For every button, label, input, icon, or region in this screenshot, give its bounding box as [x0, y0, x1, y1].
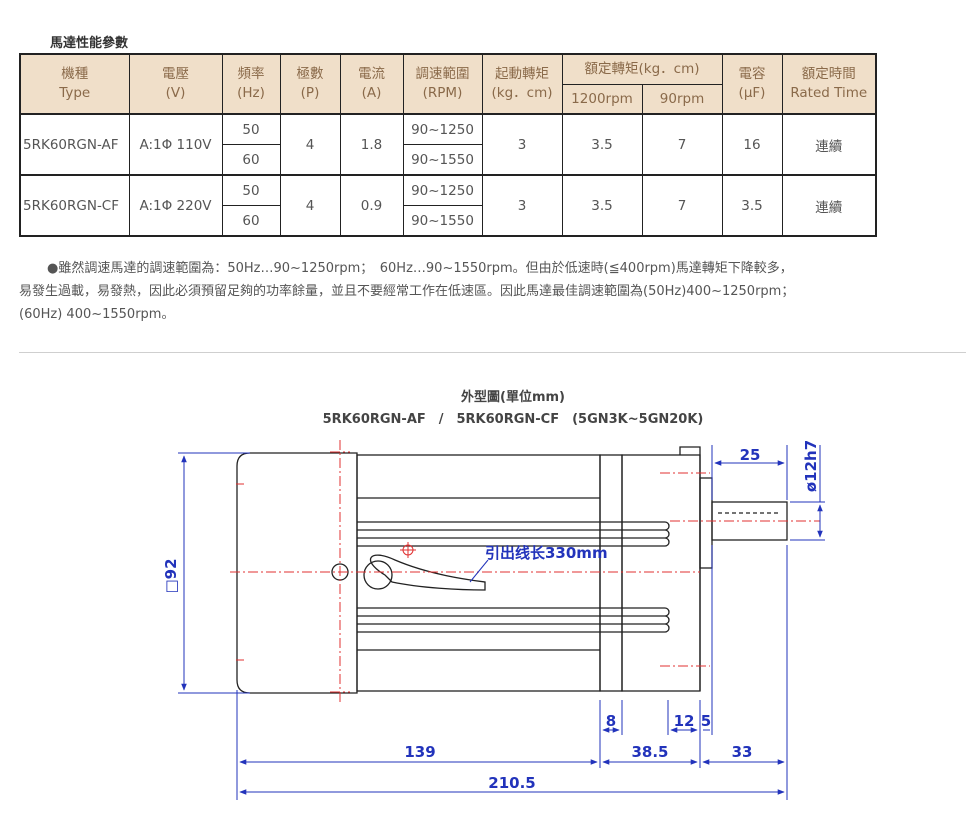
cell-speed: 90~1550 — [402, 205, 483, 237]
dim-25-label: 25 — [740, 446, 761, 464]
header-torque-1200: 1200rpm — [561, 84, 643, 115]
fin-ends — [664, 521, 670, 547]
cell-speed: 90~1550 — [402, 144, 483, 176]
motor-outline — [236, 446, 788, 694]
gearbox-cap — [679, 446, 701, 691]
dim-38-5-label: 38.5 — [631, 743, 668, 761]
dim-square-label: □92 — [162, 558, 180, 593]
cell-torque-90: 7 — [641, 113, 723, 176]
cell-frequency: 60 — [221, 205, 281, 237]
cell-model: 5RK60RGN-CF — [19, 174, 130, 237]
cell-voltage: A:1Φ 220V — [128, 174, 223, 237]
cell-speed: 90~1250 — [402, 113, 483, 145]
cell-starting-torque: 3 — [481, 174, 563, 237]
cell-poles: 4 — [279, 174, 341, 237]
note-line-3: (60Hz) 400~1550rpm。 — [19, 307, 175, 322]
cell-frequency: 50 — [221, 174, 281, 206]
cell-torque-1200: 3.5 — [561, 113, 643, 176]
section-title: 馬達性能參數 — [50, 36, 129, 51]
cell-capacitor: 3.5 — [721, 174, 783, 237]
header-starting-torque: 起動轉矩(kg．cm) — [481, 53, 563, 115]
speed-range-note: ●雖然調速馬達的調速範圍為：50Hz…90~1250rpm； 60Hz…90~1… — [19, 257, 919, 326]
header-rated-torque: 額定轉矩(kg．cm) — [561, 53, 723, 85]
header-torque-90: 90rpm — [641, 84, 723, 115]
header-frequency: 頻率(Hz) — [221, 53, 281, 115]
cell-poles: 4 — [279, 113, 341, 176]
dim-5-label: 5 — [701, 712, 711, 730]
header-current: 電流(A) — [339, 53, 404, 115]
cell-torque-1200: 3.5 — [561, 174, 643, 237]
cell-rated-time: 連續 — [781, 113, 877, 176]
lead-wire — [370, 554, 486, 591]
table-row: 5RK60RGN-CF A:1Φ 220V 50 4 0.9 90~1250 3… — [19, 174, 877, 237]
table-row: 60 90~1550 — [20, 205, 876, 237]
header-capacitor: 電容(μF) — [721, 53, 783, 115]
fin-ends — [664, 607, 670, 633]
cell-model: 5RK60RGN-AF — [19, 113, 130, 176]
center-lines — [230, 440, 820, 705]
screw-mark — [400, 542, 416, 558]
cell-rated-time: 連續 — [781, 174, 877, 237]
flange — [599, 454, 623, 692]
cell-current: 1.8 — [339, 113, 404, 176]
note-line-2: 易發生過載，易發熱，因此必須預留足夠的功率餘量，並且不要經常工作在低速區。因此馬… — [19, 284, 795, 299]
drawing-title: 外型圖(單位mm) — [461, 390, 565, 405]
cell-frequency: 60 — [221, 144, 281, 176]
cell-speed: 90~1250 — [402, 174, 483, 206]
lead-wire-label: 引出线长330mm — [485, 544, 608, 562]
dim-210-5-label: 210.5 — [488, 774, 535, 792]
dim-12-label: 12 — [674, 712, 695, 730]
table-row: 5RK60RGN-AF A:1Φ 110V 50 4 1.8 90~1250 3… — [19, 113, 877, 176]
lead-grommet — [363, 560, 393, 590]
gearbox — [621, 454, 701, 692]
table-row: 60 90~1550 — [20, 144, 876, 176]
lead-leader — [469, 559, 489, 583]
dim-139-label: 139 — [404, 743, 435, 761]
motor-body — [356, 454, 601, 692]
rear-cover — [236, 452, 358, 694]
dim-33-label: 33 — [732, 743, 753, 761]
cell-capacitor: 16 — [721, 113, 783, 176]
dim-shaft-dia-label: ø12h7 — [802, 440, 820, 492]
dimension-lines — [178, 445, 825, 800]
drawing-subtitle: 5RK60RGN-AF / 5RK60RGN-CF (5GN3K~5GN20K) — [322, 412, 704, 427]
note-line-1: ●雖然調速馬達的調速範圍為：50Hz…90~1250rpm； 60Hz…90~1… — [47, 261, 793, 276]
dim-8-label: 8 — [606, 712, 616, 730]
gearbox-boss — [699, 477, 713, 569]
divider — [19, 352, 966, 353]
